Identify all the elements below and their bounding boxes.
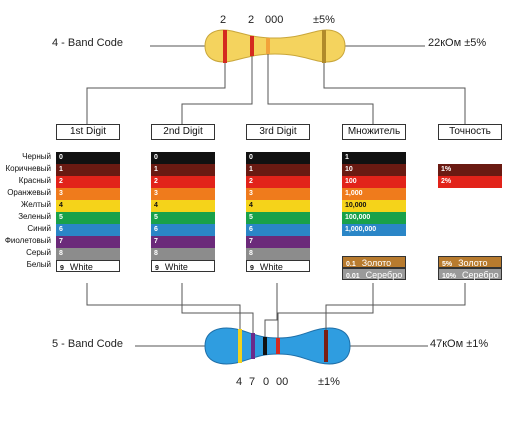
header-multiplier: Множитель (342, 124, 406, 140)
color-name-label: Желтый (20, 200, 51, 209)
digit-row: 1 (56, 164, 120, 176)
color-name-label: Коричневый (5, 164, 51, 173)
digit-row: 8 (56, 248, 120, 260)
top-resistance-value: 22кОм ±5% (428, 37, 487, 49)
header-1st-digit: 1st Digit (56, 124, 120, 140)
color-name-label: Фиолетовый (4, 236, 51, 245)
wire-top-1 (86, 63, 226, 124)
header-tolerance: Точность (438, 124, 502, 140)
bottom-digit-2: 7 (249, 376, 256, 388)
digit-row: 4 (246, 200, 310, 212)
multiplier-row: 100 (342, 176, 406, 188)
wire-bottom-3 (264, 283, 278, 337)
digit-row: 5 (151, 212, 215, 224)
header-3rd-digit: 3rd Digit (246, 124, 310, 140)
top-band-2 (250, 36, 254, 56)
color-name-label: Серый (26, 248, 51, 257)
top-tolerance: ±5% (313, 14, 335, 26)
multiplier-row: 100,000 (342, 212, 406, 224)
digit-row: 0 (246, 152, 310, 164)
bottom-band-5 (324, 330, 328, 362)
digit-row: 4 (151, 200, 215, 212)
color-name-label: Оранжевый (7, 188, 51, 197)
multiplier-row: 1 (342, 152, 406, 164)
color-name-label: Красный (18, 176, 51, 185)
multiplier-row: 10,000 (342, 200, 406, 212)
digit-row: 5 (246, 212, 310, 224)
digit-row: 4 (56, 200, 120, 212)
bottom-multiplier-digits: 00 (276, 376, 289, 388)
tolerance-extra-row: 10%Серебро (438, 268, 502, 280)
bottom-digit-1: 4 (236, 376, 243, 388)
tolerance-extra-row: 5%Золото (438, 256, 502, 268)
digit-row: 3 (151, 188, 215, 200)
digit-row: 8 (246, 248, 310, 260)
header-2nd-digit: 2nd Digit (151, 124, 215, 140)
wire-bottom-5 (325, 283, 466, 330)
bottom-band-1 (238, 329, 242, 363)
wire-bottom-1 (86, 283, 241, 329)
digit-row: 2 (151, 176, 215, 188)
digit-row: 1 (151, 164, 215, 176)
top-digit-1: 2 (220, 14, 227, 26)
wire-bottom-2 (181, 283, 254, 333)
color-name-label: Зеленый (18, 212, 51, 221)
digit-row: 0 (151, 152, 215, 164)
tolerance-row: 2% (438, 176, 502, 188)
digit-row: 3 (56, 188, 120, 200)
bottom-band-code-label: 5 - Band Code (52, 338, 123, 350)
tolerance-row: 1% (438, 164, 502, 176)
color-name-label: Белый (26, 260, 51, 269)
top-multiplier-digits: 000 (265, 14, 284, 26)
digit-row: 8 (151, 248, 215, 260)
digit-row: 6 (56, 224, 120, 236)
digit-row: 6 (151, 224, 215, 236)
color-name-label: Черный (22, 152, 51, 161)
digit-row: 7 (151, 236, 215, 248)
wire-top-3 (267, 54, 374, 124)
multiplier-row: 10 (342, 164, 406, 176)
top-digit-2: 2 (248, 14, 255, 26)
multiplier-row: 1,000 (342, 188, 406, 200)
digit-row: 2 (246, 176, 310, 188)
color-name-label: Синий (27, 224, 51, 233)
digit-row: 7 (246, 236, 310, 248)
bottom-resistance-value: 47кОм ±1% (430, 338, 489, 350)
digit-row: 0 (56, 152, 120, 164)
top-band-3 (266, 38, 270, 54)
bottom-band-3 (263, 337, 267, 355)
bottom-digit-3: 0 (263, 376, 270, 388)
bottom-band-2 (251, 333, 255, 359)
multiplier-row: 1,000,000 (342, 224, 406, 236)
top-band-code-label: 4 - Band Code (52, 37, 123, 49)
top-band-4 (322, 30, 326, 63)
digit-row: 3 (246, 188, 310, 200)
bottom-tolerance: ±1% (318, 376, 340, 388)
top-resistor-body (204, 29, 346, 63)
digit-row: 1 (246, 164, 310, 176)
digit-row: 7 (56, 236, 120, 248)
digit-row: 5 (56, 212, 120, 224)
wire-top-4 (323, 63, 466, 124)
top-band-1 (223, 30, 227, 63)
digit-row: 6 (246, 224, 310, 236)
wire-top-2 (181, 56, 253, 124)
digit-row: 2 (56, 176, 120, 188)
bottom-band-4 (276, 338, 280, 354)
